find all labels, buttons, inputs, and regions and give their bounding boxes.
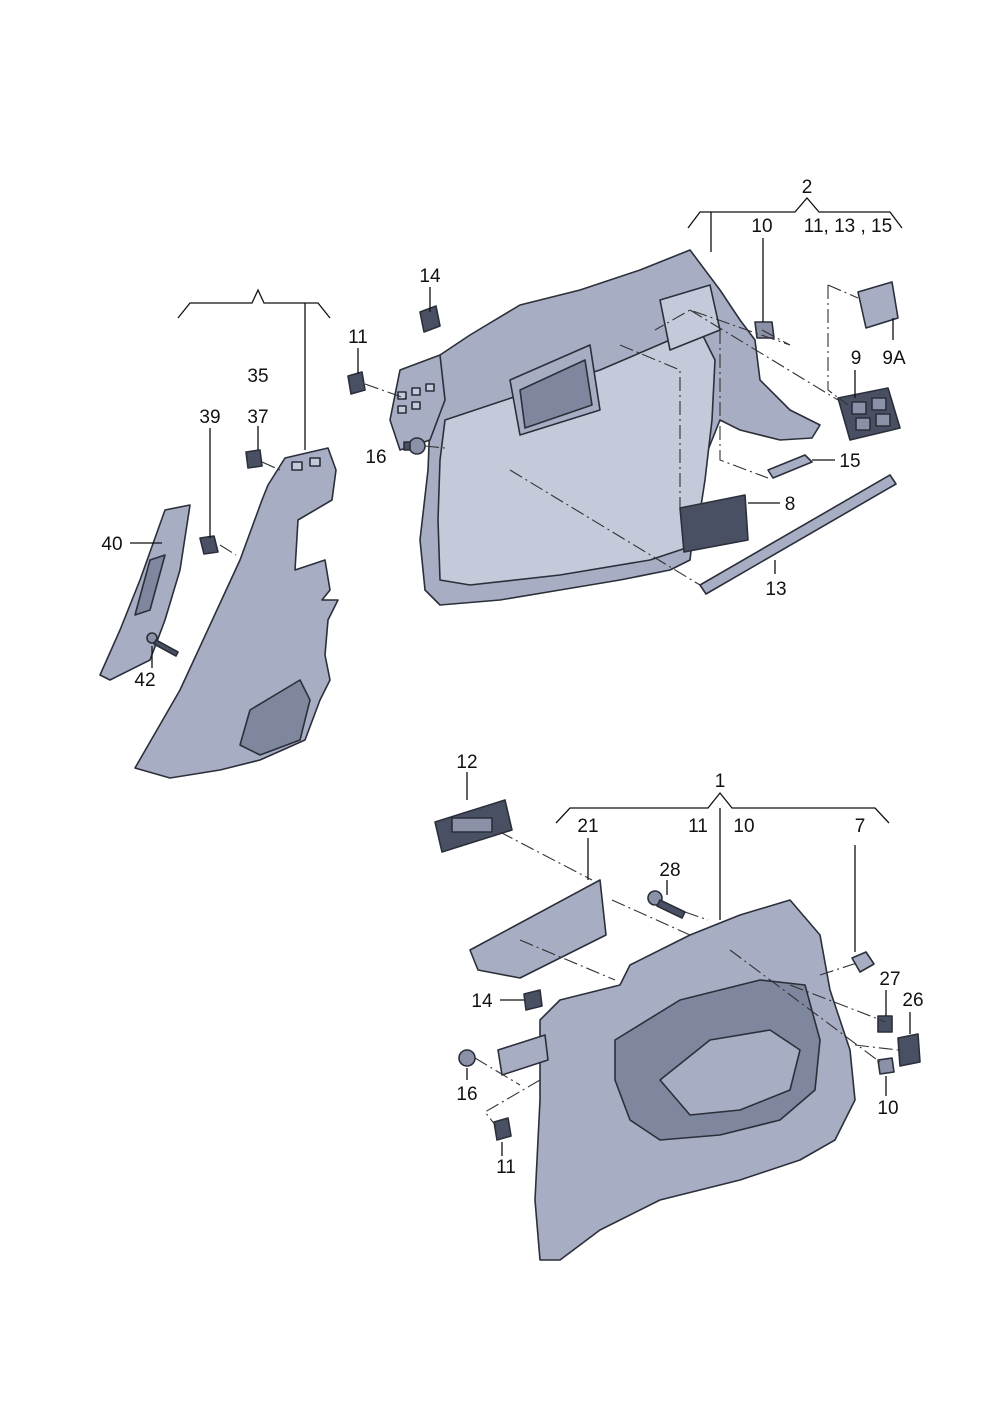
cover-8	[679, 494, 749, 553]
retaining-clip-top	[347, 371, 366, 395]
cover-cap-9a	[857, 281, 899, 329]
callout-7: 7	[855, 816, 866, 837]
lamp-housing-12	[434, 799, 513, 853]
callout-9a: 9A	[882, 348, 906, 369]
callout-28: 28	[659, 860, 680, 881]
trim-strip-15	[767, 454, 813, 479]
dashed-assembly-lines	[219, 284, 899, 1127]
clip-10-bottom	[877, 1057, 895, 1075]
callout-10-bottom: 10	[877, 1098, 898, 1119]
callout-11-mid: 11	[688, 816, 708, 837]
cover-strip-40	[99, 504, 191, 681]
callout-14-bottom: 14	[471, 991, 493, 1012]
callout-1: 1	[715, 771, 726, 792]
callout-26: 26	[902, 990, 923, 1011]
callout-9: 9	[851, 348, 862, 369]
cargo-net-clip	[419, 305, 441, 333]
callout-11-bottom: 11	[496, 1157, 516, 1178]
callout-10-mid: 10	[733, 816, 754, 837]
bolt-28	[647, 890, 686, 919]
callout-16-top: 16	[365, 447, 386, 468]
lower-side-trim-panel	[497, 899, 856, 1261]
callout-39: 39	[199, 407, 220, 428]
callout-10-top: 10	[751, 216, 772, 237]
callout-40: 40	[101, 534, 122, 555]
upper-side-trim-panel	[389, 249, 821, 606]
leader-lines	[130, 197, 911, 1156]
screw-42	[146, 632, 179, 657]
expanding-rivet-bottom	[458, 1049, 476, 1067]
callout-35: 35	[247, 366, 268, 387]
callout-11-top: 11	[348, 327, 368, 348]
callout-12: 12	[456, 752, 477, 773]
clip-11-bottom	[493, 1117, 512, 1141]
trim-strip-13	[699, 474, 897, 595]
callout-13: 13	[765, 579, 786, 600]
12v-socket-9	[837, 387, 901, 441]
callout-2: 2	[802, 177, 813, 198]
callout-11-13-15: 11, 13 , 15	[804, 216, 892, 237]
bracket-26	[897, 1033, 921, 1067]
callout-27: 27	[879, 969, 900, 990]
clip-27	[877, 1015, 893, 1033]
callout-37: 37	[247, 407, 268, 428]
callout-16-bottom: 16	[456, 1084, 477, 1105]
clip-39	[199, 535, 219, 555]
callout-14-top: 14	[419, 266, 441, 287]
clip-7	[851, 951, 875, 973]
callout-8: 8	[785, 494, 796, 515]
callout-42: 42	[134, 670, 155, 691]
clip-37	[245, 449, 263, 469]
storage-tray-21	[469, 879, 607, 979]
callout-15: 15	[839, 451, 860, 472]
callout-21: 21	[577, 816, 598, 837]
clip-14-bottom	[523, 989, 543, 1011]
c-pillar-trim	[134, 447, 339, 779]
